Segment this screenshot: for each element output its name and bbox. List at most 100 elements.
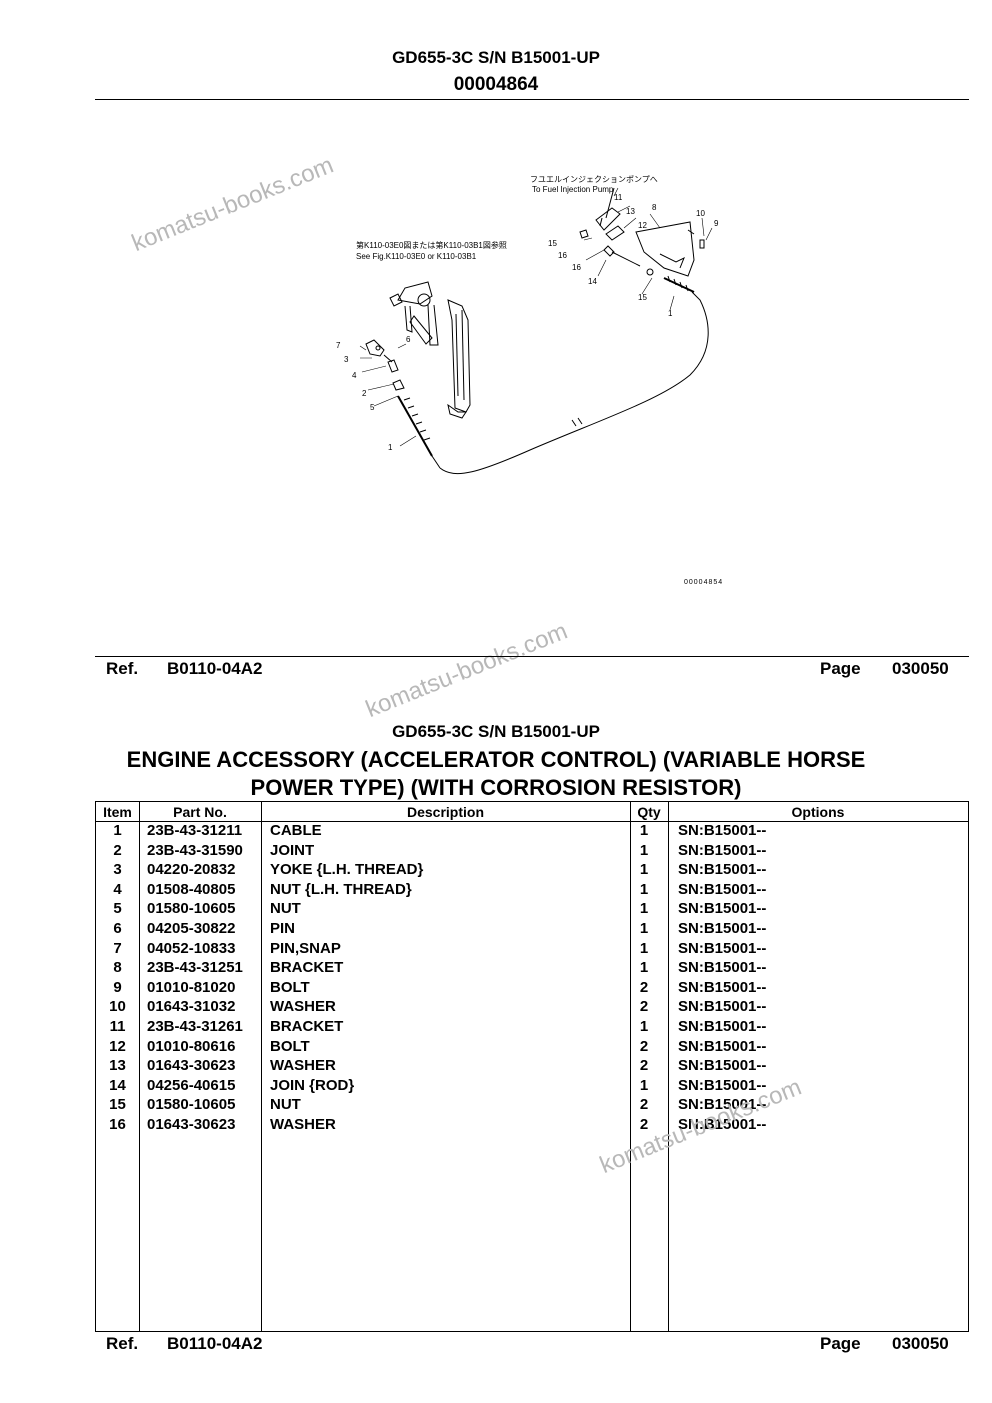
item-number: 4 bbox=[113, 880, 122, 898]
item-number: 5 bbox=[113, 900, 122, 918]
item-number: 8 bbox=[113, 959, 122, 977]
part-number: 01580-10605 bbox=[147, 900, 236, 918]
part-quantity: 2 bbox=[639, 998, 649, 1016]
callout-number: 15 bbox=[548, 239, 557, 248]
item-number: 9 bbox=[113, 978, 122, 996]
part-number: 01643-30623 bbox=[147, 1115, 236, 1133]
part-options: SN:B15001-- bbox=[678, 1076, 767, 1094]
part-number: 01580-10605 bbox=[147, 1096, 236, 1114]
part-options: SN:B15001-- bbox=[678, 1037, 767, 1055]
exploded-parts-diagram: 第K110-03E0図または第K110-03B1図参照 See Fig.K110… bbox=[336, 175, 723, 586]
item-number: 16 bbox=[109, 1115, 126, 1133]
part-quantity: 2 bbox=[639, 1115, 649, 1133]
ref-label: Ref. bbox=[106, 1334, 139, 1353]
item-number: 3 bbox=[113, 861, 122, 879]
parts-model: GD655-3C S/N B15001-UP bbox=[392, 722, 600, 741]
part-options: SN:B15001-- bbox=[678, 919, 767, 937]
part-description: NUT bbox=[270, 900, 301, 918]
callout-number: 1 bbox=[668, 309, 673, 318]
part-quantity: 2 bbox=[639, 1037, 649, 1055]
callout-number: 12 bbox=[638, 221, 647, 230]
column-divider bbox=[668, 802, 669, 1331]
part-description: NUT bbox=[270, 1096, 301, 1114]
part-number: 23B-43-31211 bbox=[147, 822, 243, 839]
column-header-item: Item bbox=[103, 804, 132, 820]
item-number: 7 bbox=[113, 939, 122, 957]
part-number: 23B-43-31590 bbox=[147, 841, 243, 859]
part-number: 04256-40615 bbox=[147, 1076, 236, 1094]
callout-number: 5 bbox=[370, 403, 375, 412]
part-quantity: 1 bbox=[639, 919, 649, 937]
column-header-part-no: Part No. bbox=[173, 804, 227, 820]
callout-number: 10 bbox=[696, 209, 705, 218]
item-number: 6 bbox=[113, 919, 122, 937]
part-quantity: 1 bbox=[639, 1076, 649, 1094]
part-options: SN:B15001-- bbox=[678, 978, 767, 996]
column-header-description: Description bbox=[406, 804, 484, 820]
item-number: 11 bbox=[109, 1017, 126, 1035]
part-quantity: 2 bbox=[639, 978, 649, 996]
part-description: WASHER bbox=[270, 1057, 336, 1075]
part-options: SN:B15001-- bbox=[678, 822, 767, 839]
page-value: 030050 bbox=[892, 1334, 949, 1353]
part-options: SN:B15001-- bbox=[678, 880, 767, 898]
part-description: CABLE bbox=[270, 822, 322, 839]
table-row: 16 01643-30623 WASHER 2 SN:B15001-- bbox=[96, 1116, 968, 1136]
part-description: BRACKET bbox=[270, 959, 344, 977]
part-number: 01010-81020 bbox=[147, 978, 236, 996]
part-description: NUT {L.H. THREAD} bbox=[270, 880, 412, 898]
header-model: GD655-3C S/N B15001-UP bbox=[392, 48, 600, 67]
diagram-image-code: 00004854 bbox=[684, 579, 723, 586]
part-options: SN:B15001-- bbox=[678, 959, 767, 977]
part-number: 01643-30623 bbox=[147, 1057, 236, 1075]
header-rule bbox=[95, 99, 969, 100]
callout-number: 2 bbox=[362, 389, 367, 398]
page-label: Page bbox=[820, 1334, 861, 1353]
part-quantity: 1 bbox=[639, 880, 649, 898]
callout-number: 7 bbox=[336, 341, 341, 350]
parts-title-line1: ENGINE ACCESSORY (ACCELERATOR CONTROL) (… bbox=[126, 747, 866, 772]
part-description: BOLT bbox=[270, 1037, 310, 1055]
callout-number: 4 bbox=[352, 371, 357, 380]
part-quantity: 1 bbox=[639, 939, 649, 957]
part-options: SN:B15001-- bbox=[678, 939, 767, 957]
table-row: 5 01580-10605 NUT 1 SN:B15001-- bbox=[96, 900, 968, 920]
part-quantity: 1 bbox=[639, 1017, 649, 1035]
item-number: 2 bbox=[113, 841, 122, 859]
part-description: PIN bbox=[270, 919, 296, 937]
column-divider bbox=[630, 802, 631, 1331]
part-options: SN:B15001-- bbox=[678, 998, 767, 1016]
part-description: JOIN {ROD} bbox=[270, 1076, 355, 1094]
part-options: SN:B15001-- bbox=[678, 1096, 767, 1114]
item-number: 14 bbox=[109, 1076, 126, 1094]
table-row: 14 04256-40615 JOIN {ROD} 1 SN:B15001-- bbox=[96, 1077, 968, 1097]
part-number: 23B-43-31251 bbox=[147, 959, 243, 977]
note-left-jp: 第K110-03E0図または第K110-03B1図参照 bbox=[356, 240, 507, 250]
item-number: 10 bbox=[109, 998, 126, 1016]
item-number: 13 bbox=[109, 1057, 126, 1075]
item-number: 15 bbox=[109, 1096, 126, 1114]
part-quantity: 1 bbox=[639, 822, 649, 839]
column-header-options: Options bbox=[791, 804, 845, 820]
part-options: SN:B15001-- bbox=[678, 900, 767, 918]
column-divider bbox=[261, 802, 262, 1331]
part-options: SN:B15001-- bbox=[678, 861, 767, 879]
ref-rule bbox=[95, 656, 969, 657]
part-options: SN:B15001-- bbox=[678, 1115, 767, 1133]
item-number: 1 bbox=[113, 822, 122, 839]
part-description: WASHER bbox=[270, 1115, 336, 1133]
note-right-jp: フユエルインジェクションポンプへ bbox=[530, 175, 658, 184]
parts-title: ENGINE ACCESSORY (ACCELERATOR CONTROL) (… bbox=[0, 746, 992, 802]
part-number: 01010-80616 bbox=[147, 1037, 236, 1055]
callout-number: 1 bbox=[388, 443, 393, 452]
part-quantity: 1 bbox=[639, 900, 649, 918]
